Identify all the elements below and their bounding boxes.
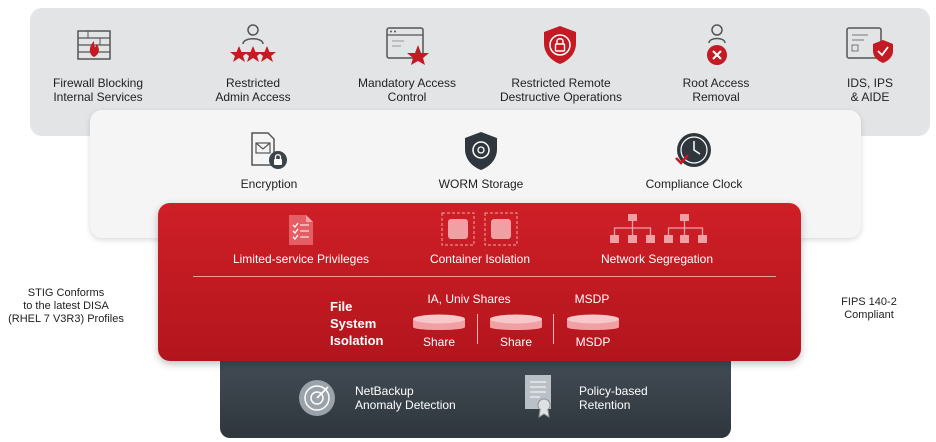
network-icon: [610, 214, 707, 243]
limited-service-label: Limited-service Privileges: [232, 252, 370, 266]
retention-document-icon: [525, 375, 551, 418]
ids-shield-icon: [846, 27, 893, 63]
network-segregation-label: Network Segregation: [600, 252, 714, 266]
ia-univ-shares-label: IA, Univ Shares: [427, 292, 511, 306]
root-removal-icon: [707, 24, 727, 65]
share-label-2: Share: [499, 335, 533, 349]
access-control-window-icon: [386, 27, 429, 65]
ids-ips-aide-label: IDS, IPS& AIDE: [846, 76, 893, 104]
msdp-disk: [567, 314, 619, 330]
encryption-icon: [251, 132, 287, 169]
file-system-isolation-title: File System Isolation: [330, 299, 384, 348]
compliance-clock-icon: [675, 133, 711, 167]
worm-storage-icon: [465, 132, 497, 170]
share-label-1: Share: [422, 335, 456, 349]
shield-lock-icon: [544, 26, 576, 64]
disk-divider-2: [553, 314, 554, 344]
red-layer-divider: [193, 276, 776, 277]
firewall-icon: [77, 30, 111, 60]
checklist-icon: [289, 215, 313, 245]
encryption-label: Encryption: [240, 177, 298, 191]
msdp-top-label: MSDP: [574, 292, 610, 306]
share-disk-1: [413, 314, 465, 330]
share-disk-2: [490, 314, 542, 330]
container-isolation-label: Container Isolation: [429, 252, 531, 266]
worm-storage-label: WORM Storage: [438, 177, 524, 191]
restricted-admin-icon: [230, 24, 276, 62]
compliance-clock-label: Compliance Clock: [645, 177, 743, 191]
msdp-label: MSDP: [575, 335, 611, 349]
red-layer-panel: [158, 203, 801, 361]
container-icon: [441, 212, 518, 246]
anomaly-radar-icon: [299, 380, 335, 416]
disk-divider-1: [477, 314, 478, 344]
